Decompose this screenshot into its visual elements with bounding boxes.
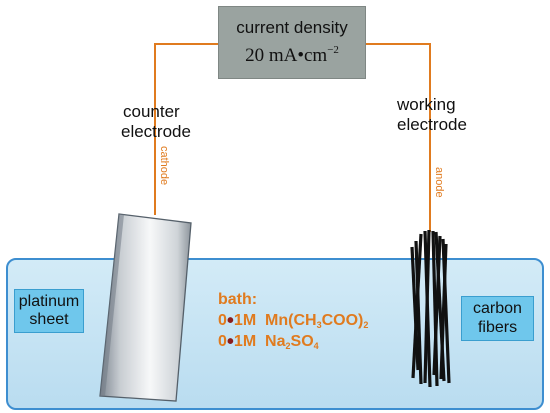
carbon-fiber-bundle [410,229,451,388]
bath-formula-1a: Mn(CH [265,312,317,329]
bath-conc-1b: 1M [233,312,257,329]
bath-conc-1a: 0 [218,312,227,329]
dot-icon: • [226,310,234,332]
platinum-sheet-label: platinum sheet [14,289,84,333]
bath-conc-2b: 1M [233,333,257,350]
left-wire [154,43,218,215]
bath-formula-1b-sub: 2 [363,320,369,330]
bath-formula-1b: COO) [321,312,364,329]
bath-component-manganese-acetate: 0•1M Mn(CH3COO)2 [218,310,369,332]
bath-formula-2b-sub: 4 [313,341,319,351]
working-electrode-label-line1: working [397,95,456,114]
platinum-label-line2: sheet [29,311,69,328]
dot-icon: • [226,331,234,353]
current-density-exponent: −2 [327,44,339,57]
bath-conc-2a: 0 [218,333,227,350]
bath-title: bath: [218,291,258,308]
bath-component-sodium-sulfate: 0•1M Na2SO4 [218,331,319,353]
current-density-value: 20 mA•cm−2 [245,44,339,67]
carbon-fiber [432,235,442,376]
anode-label: anode [433,167,445,198]
carbon-fibers-label: carbon fibers [461,296,534,341]
current-source-box: current density 20 mA•cm−2 [218,6,366,79]
counter-electrode-label-line1: counter [123,102,180,121]
bath-formula-1a-sub: 3 [316,320,322,330]
bath-formula-2a-sub: 2 [285,341,291,351]
working-electrode-label-line2: electrode [397,115,467,134]
counter-electrode-label-line2: electrode [121,122,191,141]
current-density-label: current density [236,17,348,37]
current-density-number: 20 mA•cm [245,45,328,67]
bath-formula-2b: SO [290,333,314,350]
right-wire [366,43,431,232]
bath-formula-2a: Na [265,333,286,350]
carbon-fiber [431,230,439,387]
carbon-fiber [410,246,420,371]
carbon-label-line2: fibers [477,318,518,336]
carbon-label-line1: carbon [473,300,522,318]
platinum-label-line1: platinum [18,292,80,310]
carbon-fiber [423,229,431,384]
carbon-fiber [414,240,423,385]
carbon-fiber [439,243,448,380]
cathode-label: cathode [158,146,170,186]
platinum-sheet-edge-shade [100,214,124,397]
carbon-fiber [411,233,423,379]
